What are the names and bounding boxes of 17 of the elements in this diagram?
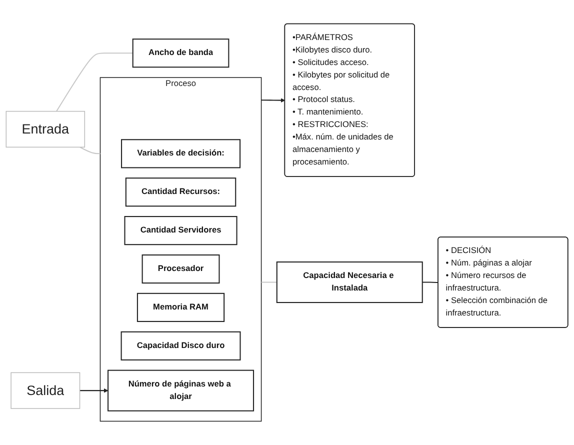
node-box: Número de páginas web a alojar (108, 370, 254, 412)
node-box: Cantidad Recursos: (125, 178, 236, 207)
arrow (261, 98, 286, 103)
node-box: Memoria RAM (136, 292, 225, 322)
node-box: Procesador (142, 254, 220, 284)
node-box: Ancho de banda (132, 38, 230, 68)
node-box: Entrada (6, 110, 86, 148)
node-box: Capacidad Disco duro (120, 331, 241, 360)
connector (422, 282, 438, 284)
connector (56, 52, 133, 112)
node-box: Variables de decisión: (121, 139, 241, 168)
arrow (80, 388, 108, 393)
connector (261, 282, 277, 283)
node-box: Salida (10, 372, 80, 409)
node-box: Cantidad Servidores (124, 216, 238, 246)
connector (80, 146, 100, 154)
node-box: Capacidad Necesaria e Instalada (276, 261, 423, 304)
